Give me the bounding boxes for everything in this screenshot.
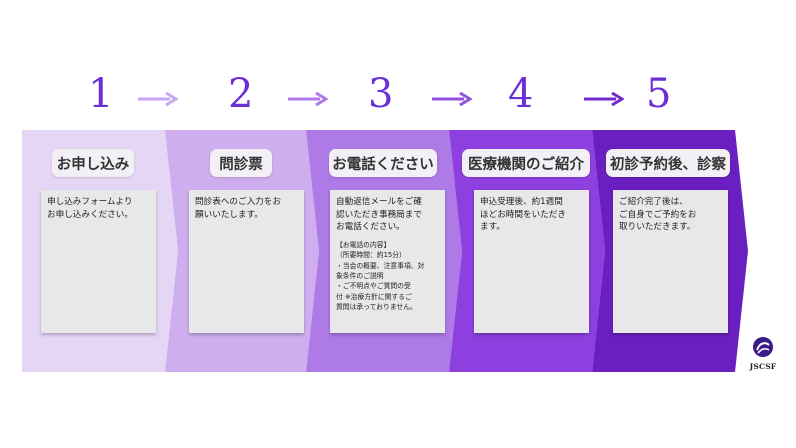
arrow-icon-3	[432, 92, 472, 106]
step-card-4: 申込受理後、約1週間 ほどお時間をいただき ます。	[474, 190, 589, 333]
step-card-2: 問診表へのご入力をお 願いいたします。	[189, 190, 304, 333]
step-body-2: 問診表へのご入力をお 願いいたします。	[195, 197, 281, 220]
step-note-3: 【お電話の内容】 （所要時間：約15分） ・当会の概要、注意事項、対 象条件のご…	[336, 240, 425, 312]
arrow-icon-4	[584, 92, 624, 106]
step-card-5: ご紹介完了後は、 ご自身でご予約をお 取りいただきます。	[613, 190, 728, 333]
logo-emblem-icon	[753, 337, 773, 357]
step-title-5: 初診予約後、診察	[606, 149, 730, 177]
step-number-3: 3	[368, 71, 394, 117]
step-title-1: お申し込み	[52, 149, 134, 177]
jscsf-logo: JSCSF	[748, 336, 778, 371]
step-body-4: 申込受理後、約1週間 ほどお時間をいただき ます。	[480, 197, 566, 233]
step-card-3: 自動返信メールをご確 認いただき事務局まで お電話ください。 【お電話の内容】 …	[330, 190, 445, 333]
step-number-5: 5	[646, 71, 672, 117]
step-body-3: 自動返信メールをご確 認いただき事務局まで お電話ください。	[336, 197, 422, 233]
step-number-4: 4	[508, 71, 534, 117]
step-title-3: お電話ください	[329, 149, 437, 177]
arrow-icon-1	[138, 92, 178, 106]
step-body-5: ご紹介完了後は、 ご自身でご予約をお 取りいただきます。	[619, 197, 697, 233]
step-number-1: 1	[88, 71, 114, 117]
logo-text: JSCSF	[749, 362, 777, 371]
step-number-2: 2	[228, 71, 254, 117]
step-card-1: 申し込みフォームより お申し込みください。	[41, 190, 156, 333]
step-title-2: 問診票	[210, 149, 272, 177]
step-title-4: 医療機関のご紹介	[462, 149, 590, 177]
arrow-icon-2	[288, 92, 328, 106]
step-body-1: 申し込みフォームより お申し込みください。	[47, 197, 133, 220]
